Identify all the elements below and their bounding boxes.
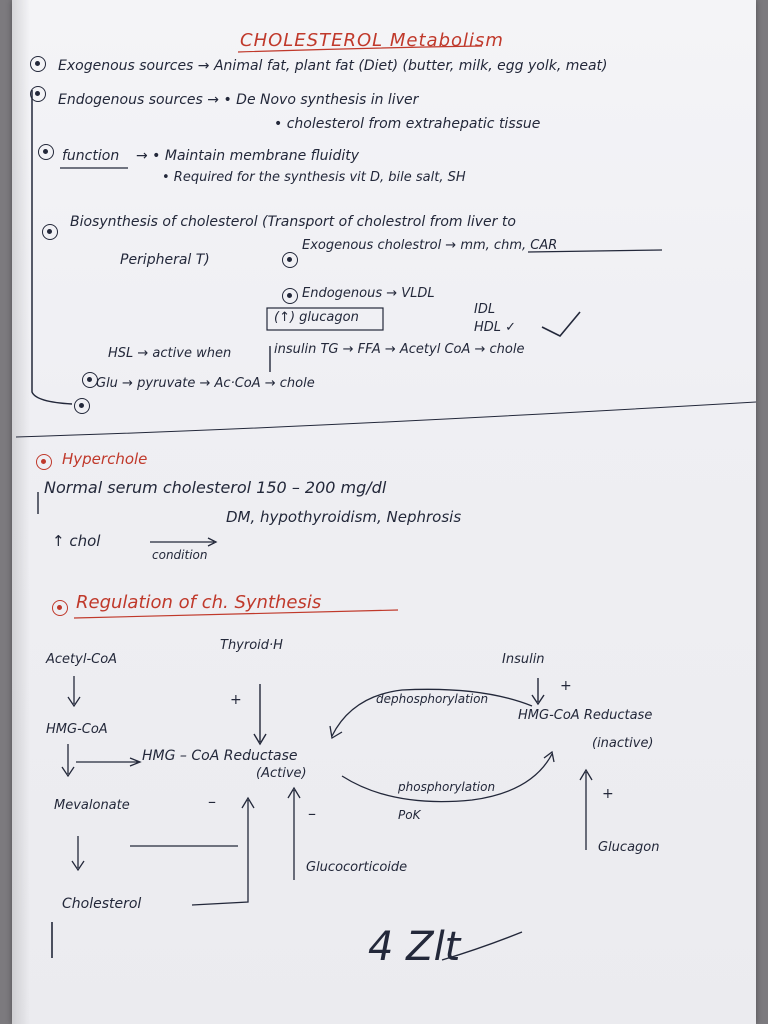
function-label: function bbox=[62, 148, 120, 164]
bullet-icon bbox=[30, 56, 46, 72]
bullet-icon bbox=[36, 454, 52, 470]
bullet-icon bbox=[282, 252, 298, 268]
dephosphorylation-label: dephosphorylation bbox=[376, 692, 489, 706]
phosphorylation-label: phosphorylation bbox=[398, 780, 496, 794]
exogenous-sources: Exogenous sources → Animal fat, plant fa… bbox=[58, 58, 608, 74]
bullet-icon bbox=[52, 600, 68, 616]
plus-sign: + bbox=[560, 678, 572, 694]
inactive-label: (inactive) bbox=[592, 736, 654, 751]
bullet-icon bbox=[82, 372, 98, 388]
reductase-active: HMG – CoA Reductase bbox=[142, 748, 298, 764]
exogenous-cholestrol: Exogenous cholestrol → mm, chm, CAR bbox=[302, 238, 558, 253]
plus-sign: + bbox=[230, 692, 242, 708]
bullet-icon bbox=[30, 86, 46, 102]
glucocorticoid-label: Glucocorticoide bbox=[306, 860, 408, 875]
plus-sign: + bbox=[602, 786, 614, 802]
increased-chol: ↑ chol bbox=[52, 532, 101, 550]
paper-sheet: CHOLESTEROL Metabolism bbox=[12, 0, 756, 1024]
bullet-icon bbox=[42, 224, 58, 240]
glucagon-label: Glucagon bbox=[598, 840, 660, 855]
insulin-pathway: insulin TG → FFA → Acetyl CoA → chole bbox=[274, 342, 525, 357]
regulation-heading: Regulation of ch. Synthesis bbox=[76, 592, 322, 613]
function-membrane: → • Maintain membrane fluidity bbox=[136, 148, 359, 164]
active-label: (Active) bbox=[256, 766, 307, 781]
condition-word: condition bbox=[152, 548, 208, 562]
hsl-active: HSL → active when bbox=[108, 346, 232, 361]
biosynthesis-peripheral: Peripheral T) bbox=[120, 252, 210, 268]
bullet-icon bbox=[282, 288, 298, 304]
cholesterol-label: Cholesterol bbox=[62, 896, 142, 912]
thyroid-hormone: Thyroid·H bbox=[220, 638, 283, 653]
annotation-lines bbox=[15, 45, 756, 961]
function-synthesis: • Required for the synthesis vit D, bile… bbox=[162, 170, 466, 185]
glucose-pathway: Glu → pyruvate → Ac·CoA → chole bbox=[96, 376, 315, 391]
endogenous-vldl: Endogenous → VLDL bbox=[302, 286, 435, 301]
acetyl-coa: Acetyl-CoA bbox=[46, 652, 118, 667]
idl-label: IDL bbox=[474, 302, 496, 317]
bullet-icon bbox=[38, 144, 54, 160]
minus-sign: – bbox=[308, 804, 316, 823]
hyperchole-heading: Hyperchole bbox=[62, 450, 148, 468]
glucagon-box: (↑) glucagon bbox=[274, 310, 359, 325]
bullet-icon bbox=[74, 398, 90, 414]
signature: 4 Zlt bbox=[368, 924, 461, 970]
mevalonate: Mevalonate bbox=[54, 798, 130, 813]
reductase-inactive: HMG-CoA Reductase bbox=[518, 708, 653, 723]
endogenous-sources: Endogenous sources → • De Novo synthesis… bbox=[58, 92, 419, 108]
conditions-list: DM, hypothyroidism, Nephrosis bbox=[226, 508, 462, 526]
biosynthesis-heading: Biosynthesis of cholesterol (Transport o… bbox=[70, 214, 516, 230]
normal-serum: Normal serum cholesterol 150 – 200 mg/dl bbox=[44, 478, 387, 497]
endogenous-extrahepatic: • cholesterol from extrahepatic tissue bbox=[274, 116, 541, 132]
hmg-coa: HMG-CoA bbox=[46, 722, 108, 737]
minus-sign: – bbox=[208, 792, 216, 811]
paper-shadow bbox=[12, 0, 30, 1024]
hdl-label: HDL ✓ bbox=[474, 320, 517, 335]
page-title: CHOLESTEROL Metabolism bbox=[240, 30, 504, 51]
pok-label: PoK bbox=[398, 808, 421, 822]
insulin-label: Insulin bbox=[502, 652, 545, 667]
